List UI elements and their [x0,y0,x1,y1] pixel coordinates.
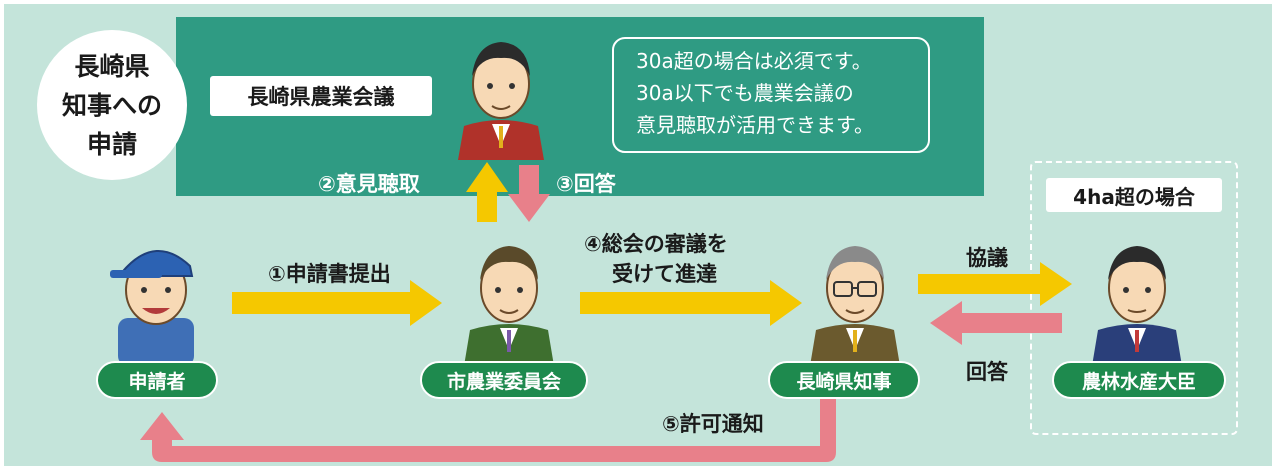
submit-arrow [232,280,442,326]
reply-arrow [508,165,550,222]
council-note-line-1: 30a超の場合は必須です。 [636,49,872,73]
permit-arrow [140,378,836,462]
minister-tag: 4ha超の場合 [1046,178,1222,212]
person-red-jacket-icon [458,42,544,160]
council-label: 長崎県農業会議 [210,76,432,116]
hearing-label: ②意見聴取 [318,172,420,196]
person-blue-suit-icon [1092,246,1182,366]
minister-frame [1030,161,1238,435]
consult-label: 協議 [966,246,1008,270]
badge-line-1: 長崎県 [74,51,150,81]
council-note-line-2: 30a以下でも農業会議の [636,81,854,105]
forward-label-line-1: ④総会の審議を [584,232,728,256]
person-cap-icon [110,250,194,366]
role-minister: 農林水産大臣 [1052,361,1226,399]
forward-label-line-2: 受けて進達 [612,262,717,286]
person-green-jacket-icon [464,246,554,366]
corner-badge: 長崎県 知事への 申請 [37,30,187,180]
permit-label: ⑤許可通知 [662,412,764,436]
person-glasses-icon [810,246,900,366]
role-governor: 長崎県知事 [768,361,920,399]
council-note-line-3: 意見聴取が活用できます。 [636,113,874,137]
reply-label: ③回答 [556,172,616,196]
answer-label: 回答 [966,360,1008,384]
submit-label: ①申請書提出 [268,262,391,286]
badge-line-2: 知事への [61,90,162,120]
forward-arrow [580,280,802,326]
role-applicant: 申請者 [96,361,218,399]
role-city-committee: 市農業委員会 [420,361,588,399]
council-note: 30a超の場合は必須です。 30a以下でも農業会議の 意見聴取が活用できます。 [612,37,930,153]
consult-arrow [918,262,1072,306]
answer-arrow [930,301,1062,345]
badge-line-3: 申請 [86,129,137,159]
hearing-arrow [466,162,508,222]
